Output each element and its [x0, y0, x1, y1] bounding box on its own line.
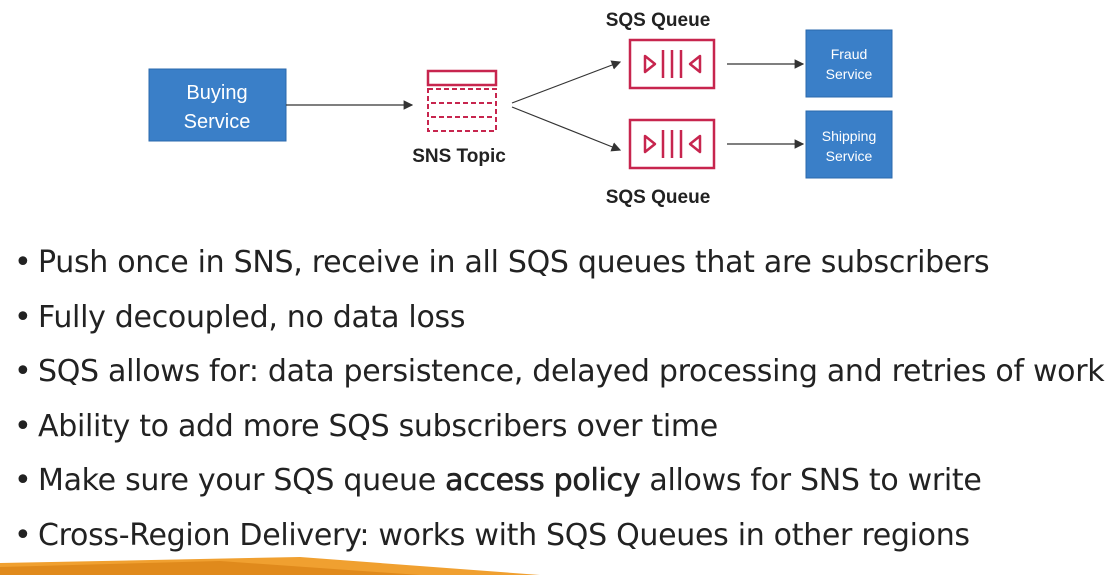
bullet-dot: • — [14, 354, 32, 389]
sqs-queue-top-label: SQS Queue — [606, 10, 711, 31]
bullet-item: •Cross-Region Delivery: works with SQS Q… — [14, 509, 1104, 564]
bullet-text-emphasis: access policy — [445, 463, 641, 499]
fraud-service-label-line1: Fraud — [831, 46, 868, 62]
buying-service-label-line1: Buying — [186, 82, 247, 104]
bullet-dot: • — [14, 299, 32, 335]
bullet-dot: • — [14, 517, 32, 553]
bullet-text: Cross-Region Delivery: works with SQS Qu… — [38, 517, 970, 553]
footer-accent-band — [0, 557, 540, 575]
sns-topic-label: SNS Topic — [412, 146, 506, 167]
bullet-item: •SQS allows for: data persistence, delay… — [14, 345, 1105, 400]
bullet-list: •Push once in SNS, receive in all SQS qu… — [14, 236, 1105, 564]
bullet-text: SQS allows for: data persistence, delaye… — [38, 354, 1105, 389]
bullet-text: Fully decoupled, no data loss — [38, 299, 466, 335]
bullet-item: •Ability to add more SQS subscribers ove… — [14, 400, 1104, 455]
shipping-service-label-line1: Shipping — [822, 128, 877, 144]
arrow-sns-to-sqs-bottom — [511, 106, 622, 152]
bullet-dot: • — [14, 408, 32, 444]
sqs-queue-bottom-label: SQS Queue — [606, 187, 711, 208]
shipping-service-label-line2: Service — [826, 148, 873, 164]
bullet-text: Ability to add more SQS subscribers over… — [38, 408, 718, 444]
sqs-queue-bottom-icon — [628, 118, 716, 170]
bullet-item: •Fully decoupled, no data loss — [14, 291, 1104, 346]
bullet-item: •Make sure your SQS queue access policy … — [14, 454, 1104, 509]
shipping-service-node: Shipping Service — [805, 110, 893, 179]
bullet-dot: • — [14, 245, 32, 280]
bullet-item: •Push once in SNS, receive in all SQS qu… — [14, 236, 1104, 291]
sqs-queue-top-icon — [628, 38, 716, 90]
architecture-diagram: Buying Service SNS Topic SQS Queue SQS Q… — [148, 10, 893, 208]
buying-service-node: Buying Service — [148, 68, 287, 142]
bullet-text: Push once in SNS, receive in all SQS que… — [38, 245, 990, 280]
fraud-service-label-line2: Service — [826, 66, 873, 82]
arrow-sns-to-sqs-top — [511, 60, 622, 104]
buying-service-label-line2: Service — [184, 111, 251, 133]
fraud-service-node: Fraud Service — [805, 29, 893, 98]
sns-topic-icon — [426, 69, 498, 132]
bullet-text-after: allows for SNS to write — [640, 463, 982, 498]
bullet-text-before: Make sure your SQS queue — [38, 463, 446, 498]
bullet-dot: • — [14, 463, 32, 498]
